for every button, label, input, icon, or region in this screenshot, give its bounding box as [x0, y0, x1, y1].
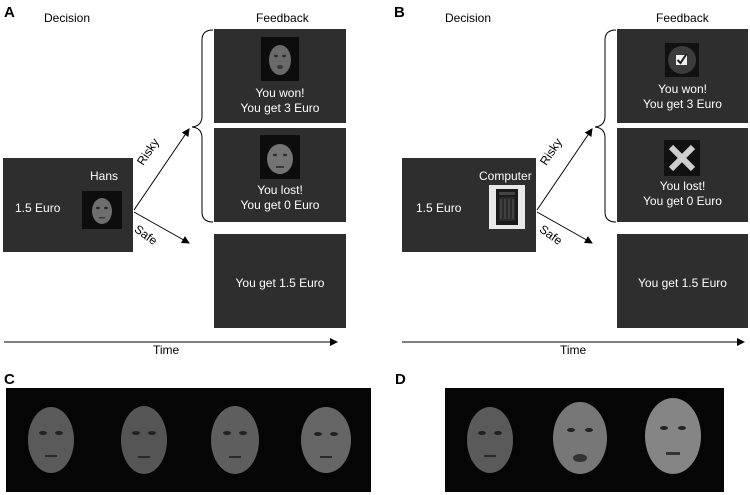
face-photo-2 [121, 406, 167, 474]
lost-amount-text: You get 0 Euro [240, 198, 320, 212]
panel-b-feedback-lost: You lost! You get 0 Euro [617, 128, 748, 222]
computer-tower-icon [489, 185, 525, 229]
partner-face-gloating-photo [260, 135, 300, 179]
safe-text: You get 1.5 Euro [235, 276, 325, 290]
panel-b-letter: B [394, 4, 405, 21]
face-photo-3 [211, 406, 259, 474]
face-photo-happy [553, 402, 607, 474]
panel-a-feedback-won: You won! You get 3 Euro [214, 29, 346, 123]
panel-b-feedback-won: You won! You get 3 Euro [617, 29, 748, 123]
panel-a-feedback-title: Feedback [256, 11, 309, 25]
won-amount-text: You get 3 Euro [240, 101, 320, 115]
b-safe-text: You get 1.5 Euro [638, 276, 727, 290]
panel-b-partner-name: Computer [479, 169, 532, 183]
panel-a-feedback-safe: You get 1.5 Euro [214, 234, 346, 328]
panel-b-amount: 1.5 Euro [416, 201, 462, 215]
panel-a-safe-arrow [133, 211, 190, 244]
panel-c-letter: C [4, 371, 15, 388]
checkmark-icon [665, 43, 699, 77]
panel-a-amount: 1.5 Euro [15, 201, 61, 215]
panel-b-time-label: Time [560, 343, 587, 357]
panel-b-decision-title: Decision [445, 11, 492, 25]
b-won-text: You won! [658, 82, 707, 96]
panel-a-feedback-lost: You lost! You get 0 Euro [214, 128, 346, 222]
face-photo-neutral [467, 407, 513, 473]
face-photo-gloating [645, 398, 701, 474]
panel-a-risky-arrow [133, 128, 190, 211]
panel-a-time-label: Time [153, 343, 180, 357]
b-lost-text: You lost! [659, 179, 706, 193]
partner-face-photo [82, 191, 122, 229]
cross-icon [664, 140, 700, 176]
b-lost-amount-text: You get 0 Euro [643, 194, 722, 208]
panel-a-brace [191, 29, 214, 223]
panel-a-decision-title: Decision [44, 11, 91, 25]
face-photo-1 [28, 407, 74, 473]
panel-b-risky-arrow [536, 128, 593, 211]
panel-b-brace [594, 29, 617, 223]
partner-face-happy-photo [261, 37, 299, 81]
panel-d-face-strip [445, 388, 724, 492]
b-won-amount-text: You get 3 Euro [643, 97, 722, 111]
lost-text: You lost! [257, 183, 303, 197]
panel-b-decision-screen: 1.5 Euro Computer [402, 158, 536, 252]
panel-d-letter: D [395, 371, 406, 388]
panel-a-letter: A [4, 4, 15, 21]
panel-a-decision-screen: 1.5 Euro Hans [3, 158, 133, 252]
panel-b-feedback-safe: You get 1.5 Euro [617, 234, 748, 328]
face-photo-4 [301, 407, 351, 473]
won-text: You won! [255, 86, 305, 100]
panel-b-feedback-title: Feedback [656, 11, 709, 25]
panel-b-safe-arrow [536, 211, 593, 244]
panel-a-partner-name: Hans [90, 169, 119, 183]
panel-c-face-strip [6, 388, 371, 492]
